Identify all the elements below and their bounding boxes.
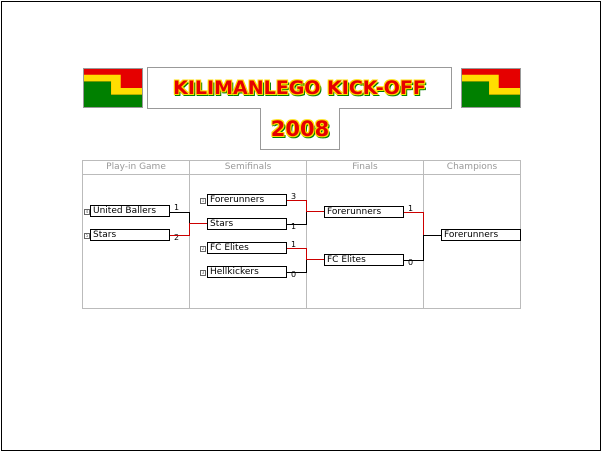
tournament-bracket: Play-in Game Semifinals Finals Champions… [82,160,521,309]
year-label: 2008 [270,116,330,141]
team-slot: Forerunners [207,194,287,206]
left-flag-icon [83,68,143,108]
seed-badge: 1 [200,198,206,204]
team-score: 1 [291,222,297,231]
bracket-line [287,200,306,201]
bracket-line [423,212,424,236]
bracket-line [404,260,423,261]
column-divider [306,175,307,308]
seed-badge: 3 [200,270,206,276]
team-slot: Forerunners [324,206,404,218]
team-score: 1 [174,203,180,212]
bracket-line [170,212,189,213]
bracket-line [423,236,424,261]
column-header-semifinals: Semifinals [190,161,307,175]
team-slot: FC Elites [207,242,287,254]
bracket-line [306,200,307,212]
seed-badge: 4 [84,209,90,215]
bracket-line [189,223,207,224]
column-header-champions: Champions [424,161,520,175]
champion-slot: Forerunners [441,229,521,241]
team-score: 0 [291,270,297,279]
bracket-line [287,248,306,249]
column-header-play-in: Play-in Game [83,161,190,175]
bracket-line [287,272,306,273]
bracket-line [306,260,307,273]
bracket-line [287,224,306,225]
page-title: KILIMANLEGO KICK-OFF [173,77,426,99]
team-slot: FC Elites [324,254,404,266]
team-score: 0 [408,258,414,267]
team-slot: Hellkickers [207,266,287,278]
bracket-line [189,212,190,224]
bracket-line [306,212,307,225]
column-divider [189,175,190,308]
year-banner: 2008 [260,108,340,150]
bracket-line [189,224,190,236]
bracket-line [306,259,324,260]
team-score: 1 [291,240,297,249]
team-score: 1 [408,204,414,213]
bracket-line [306,248,307,260]
team-slot: Stars [90,229,170,241]
team-slot: Stars [207,218,287,230]
team-score: 3 [291,192,297,201]
bracket-line [423,235,441,236]
seed-badge: 5 [84,233,90,239]
column-header-finals: Finals [307,161,424,175]
bracket-line [170,235,189,236]
title-banner: KILIMANLEGO KICK-OFF [147,67,452,109]
seed-badge: 2 [200,246,206,252]
team-score: 2 [174,233,180,242]
bracket-line [306,211,324,212]
bracket-line [404,212,423,213]
right-flag-icon [461,68,521,108]
team-slot: United Ballers [90,205,170,217]
